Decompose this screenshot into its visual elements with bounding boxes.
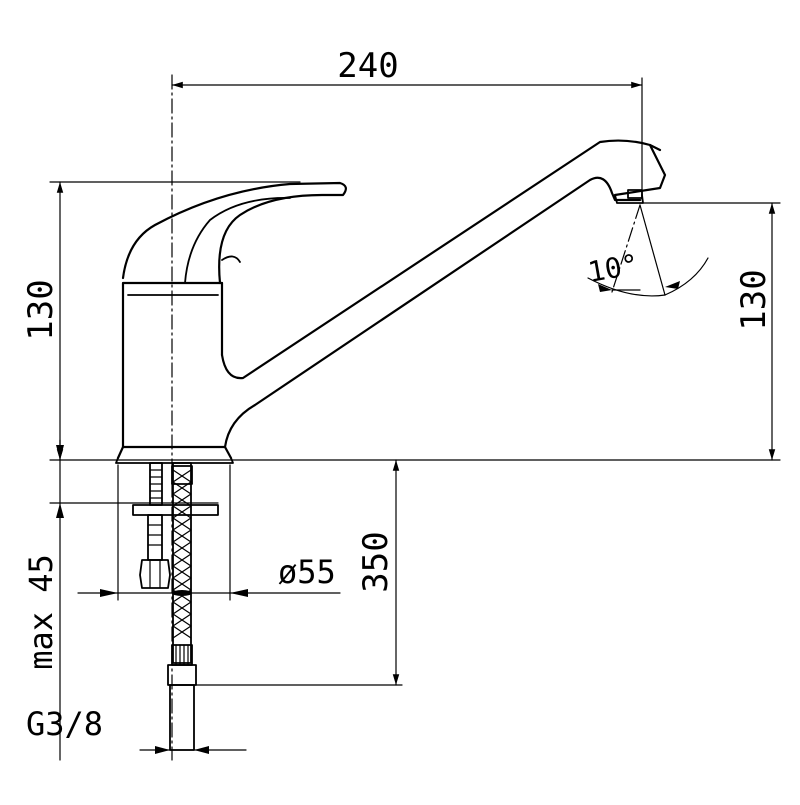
thread-label: G3/8 — [26, 705, 103, 743]
swivel-angle: 10° — [585, 204, 709, 297]
base-diameter-label: ø55 — [278, 553, 336, 591]
width-label: 240 — [337, 46, 398, 86]
right-height-label: 130 — [734, 269, 774, 330]
dimension-width: 240 — [171, 46, 643, 201]
angle-label: 10° — [585, 248, 641, 289]
dimension-thread: G3/8 — [26, 705, 247, 754]
dimension-left-height: 130 — [21, 181, 781, 461]
mounting-hardware — [132, 462, 219, 751]
dimension-base-diameter: ø55 — [77, 464, 341, 601]
left-height-label: 130 — [21, 279, 61, 340]
hose-length-label: 350 — [356, 531, 396, 592]
dimension-right-height: 130 — [642, 202, 781, 461]
dimension-max-thickness: max 45 — [22, 439, 219, 761]
max-thickness-label: max 45 — [22, 554, 60, 670]
dimension-hose-length: 350 — [195, 459, 403, 686]
faucet-body — [115, 139, 667, 464]
